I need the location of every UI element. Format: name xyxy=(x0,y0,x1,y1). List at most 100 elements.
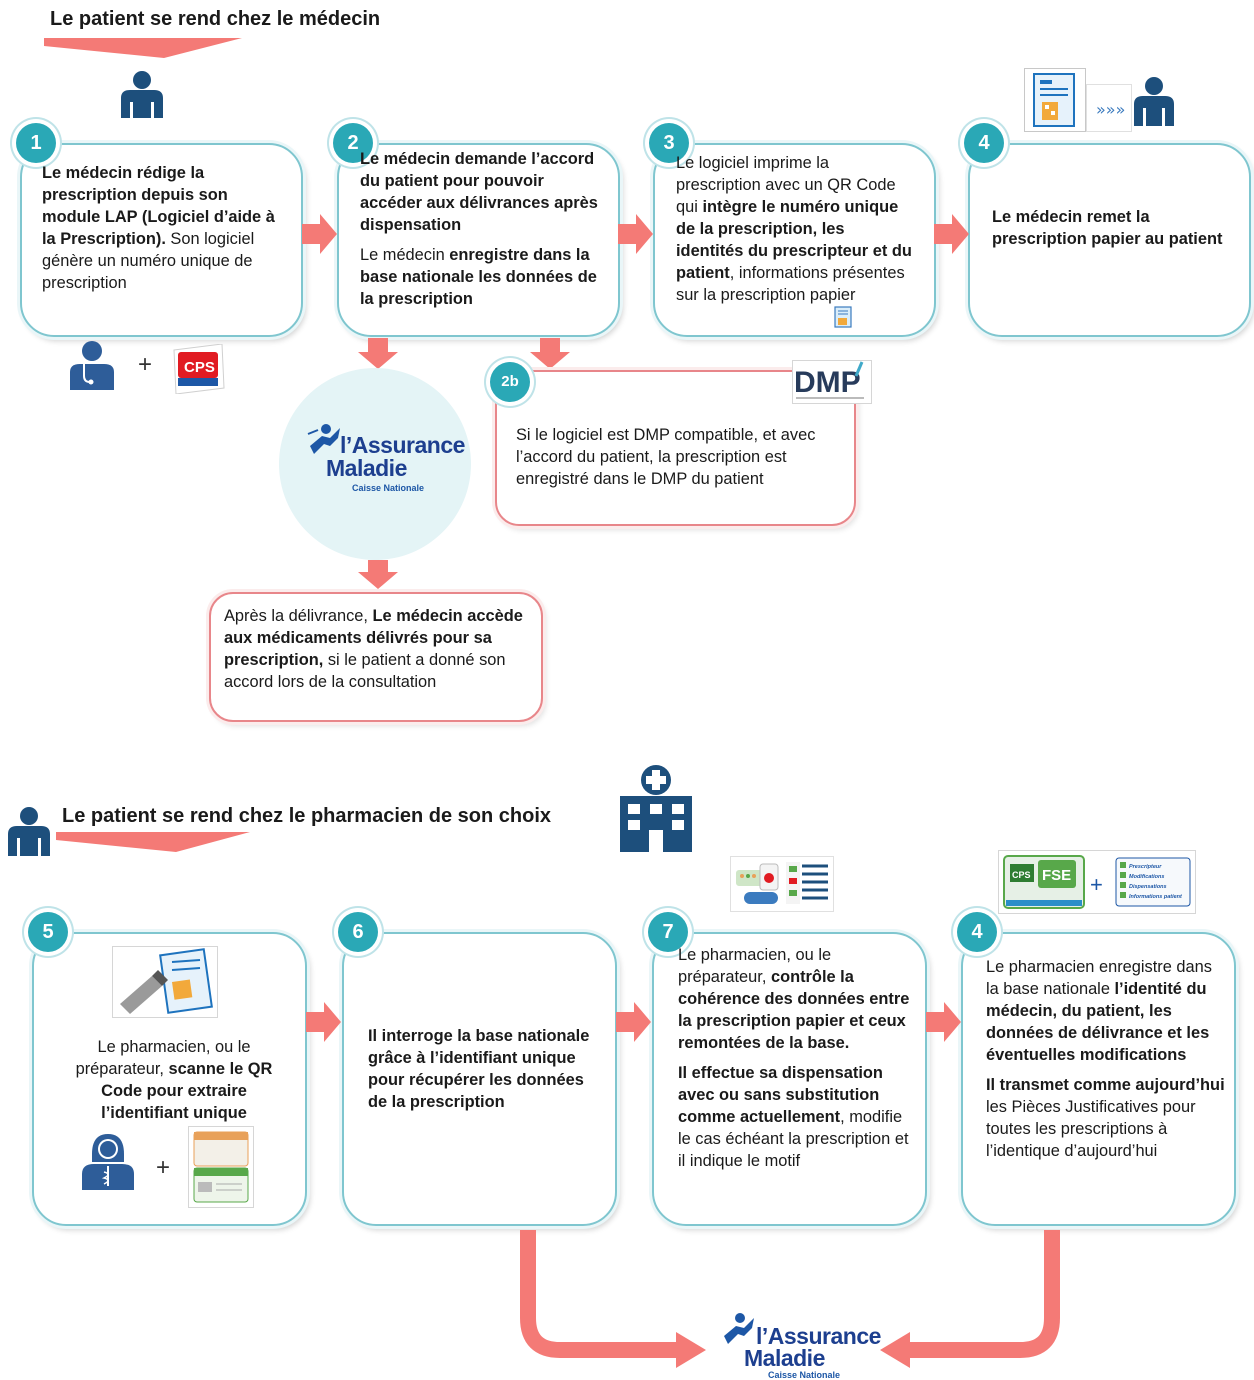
step-1-badge: 1 xyxy=(16,123,56,163)
step-paragraph: Le logiciel imprime la prescription avec… xyxy=(676,152,916,306)
patient-icon-2 xyxy=(8,807,50,856)
plain-text: les Pièces Justificatives pour toutes le… xyxy=(986,1098,1196,1160)
bold-text: l’identité du médecin, du patient, les d… xyxy=(986,980,1210,1064)
step-4-text: Le médecin remet la prescription papier … xyxy=(992,206,1232,258)
ameli-logo-bottom-line2: Maladie xyxy=(744,1345,825,1371)
step-paragraph: Le médecin rédige la prescription depuis… xyxy=(42,162,282,294)
step-paragraph: Il interroge la base nationale grâce à l… xyxy=(368,1025,604,1113)
cps-card-label: CPS xyxy=(184,359,215,376)
assurance-maladie-circle xyxy=(279,368,471,560)
fse-list-2: Modifications xyxy=(1129,874,1164,880)
ameli-logo-bottom-line1: l’Assurance xyxy=(756,1323,881,1349)
fse-list-4: Informations patient xyxy=(1129,894,1183,900)
step-7-text: Le pharmacien, ou le préparateur, contrô… xyxy=(678,944,914,1180)
bold-text: Le médecin accède aux médicaments délivr… xyxy=(224,607,523,669)
step-3-text: Le logiciel imprime la prescription avec… xyxy=(676,152,916,314)
patient-receives-icon xyxy=(1134,77,1174,126)
bold-text: enregistre dans la base nationale les do… xyxy=(360,246,597,308)
step-paragraph: Le médecin enregistre dans la base natio… xyxy=(360,244,610,310)
ameli-logo-sub: Caisse Nationale xyxy=(352,483,425,493)
assurance-maladie-emblem-icon xyxy=(307,424,340,454)
step-1-box xyxy=(20,143,303,337)
arrow-5-to-6 xyxy=(306,1002,341,1042)
plus-sign-1: + xyxy=(138,351,153,378)
step-4-badge: 4 xyxy=(964,123,1004,163)
plain-text: , informations présentes sur la prescrip… xyxy=(676,264,905,304)
plain-text: Après la délivrance, xyxy=(224,607,373,625)
step-5-text: Le pharmacien, ou le préparateur, scanne… xyxy=(56,1036,292,1132)
bold-text: Il effectue sa dispensation avec ou sans… xyxy=(678,1064,883,1126)
pharmacist-icon xyxy=(82,1134,134,1190)
bold-text: Le médecin remet la prescription papier … xyxy=(992,208,1223,248)
dmp-logo-text: DMP xyxy=(794,366,861,399)
arrow-8-to-ameli xyxy=(880,1230,1060,1368)
patient-icon xyxy=(121,71,163,118)
step-paragraph: Après la délivrance, Le médecin accède a… xyxy=(224,605,534,693)
fse-transmission-icon: CPS FSE + Prescripteur Modifications Dis… xyxy=(998,850,1196,914)
ameli-logo-line1: l’Assurance xyxy=(340,432,465,458)
bold-text: contrôle la cohérence des données entre … xyxy=(678,968,910,1052)
step-paragraph: Le médecin remet la prescription papier … xyxy=(992,206,1232,250)
fse-list-1: Prescripteur xyxy=(1129,864,1162,870)
step-paragraph: Le pharmacien enregistre dans la base na… xyxy=(986,956,1226,1066)
fse-plus: + xyxy=(1090,872,1103,897)
arrow-1-to-2 xyxy=(302,214,337,254)
pharmacy-building-icon xyxy=(620,765,692,852)
step-8-box xyxy=(961,932,1236,1226)
plain-text: si le patient a donné son accord lors de… xyxy=(224,651,506,691)
step-2-box xyxy=(337,143,620,337)
pharmacist-cards-icon xyxy=(188,1126,254,1208)
dmp-logo: DMP xyxy=(792,360,872,404)
plus-sign-2: + xyxy=(156,1154,171,1181)
step-paragraph: Le médecin demande l’accord du patient p… xyxy=(360,148,610,236)
fse-cps-label: CPS xyxy=(1012,870,1031,880)
ameli-logo-line2: Maladie xyxy=(326,455,407,481)
plain-text: Si le logiciel est DMP compatible, et av… xyxy=(516,426,816,488)
step-paragraph: Si le logiciel est DMP compatible, et av… xyxy=(516,424,836,490)
step-paragraph: Le pharmacien, ou le préparateur, scanne… xyxy=(56,1036,292,1124)
doctor-icon xyxy=(70,341,114,390)
heading-underline-arrow-1 xyxy=(44,38,242,58)
step-8-text: Le pharmacien enregistre dans la base na… xyxy=(986,956,1226,1170)
section1-heading: Le patient se rend chez le médecin xyxy=(50,8,381,30)
plain-text: Son logiciel génère un numéro unique de … xyxy=(42,230,255,292)
arrow-7-to-8 xyxy=(926,1002,961,1042)
assurance-maladie-emblem-icon-2 xyxy=(724,1313,754,1344)
plain-text: Le médecin xyxy=(360,246,450,264)
arrow-2-to-3 xyxy=(618,214,653,254)
medication-data-icon xyxy=(730,856,834,912)
step-5-badge: 5 xyxy=(28,912,68,952)
step-1-text: Le médecin rédige la prescription depuis… xyxy=(42,162,282,302)
plain-text: Le pharmacien, ou le préparateur, xyxy=(678,946,832,986)
step-paragraph: Il effectue sa dispensation avec ou sans… xyxy=(678,1062,914,1172)
bold-text: scanne le QR Code pour extraire l’identi… xyxy=(101,1060,273,1122)
plain-text: Le logiciel imprime la prescription avec… xyxy=(676,154,896,216)
bold-text: Le médecin rédige la prescription depuis… xyxy=(42,164,275,248)
after-delivery-text: Après la délivrance, Le médecin accède a… xyxy=(224,605,534,701)
bold-text: Il interroge la base nationale grâce à l… xyxy=(368,1027,590,1111)
paper-prescription-icon xyxy=(1024,68,1086,132)
step-7-badge: 7 xyxy=(648,912,688,952)
step-6-box xyxy=(342,932,617,1226)
section2-heading: Le patient se rend chez le pharmacien de… xyxy=(62,805,552,827)
heading-underline-arrow-2 xyxy=(56,832,250,852)
step-2-text: Le médecin demande l’accord du patient p… xyxy=(360,148,610,318)
arrow-2-down-left xyxy=(358,338,398,369)
step-3-box xyxy=(653,143,936,337)
plain-text: , modifie le cas échéant la prescription… xyxy=(678,1108,909,1170)
step-2-badge: 2 xyxy=(333,123,373,163)
fse-label: FSE xyxy=(1042,867,1071,884)
step-8-badge: 4 xyxy=(957,912,997,952)
arrow-2-down-right xyxy=(530,338,570,369)
step-7-box xyxy=(652,932,927,1226)
fse-list-3: Dispensations xyxy=(1129,884,1167,890)
ameli-logo-bottom-sub: Caisse Nationale xyxy=(768,1370,841,1380)
step-2b-badge: 2b xyxy=(490,362,530,402)
step-4-box xyxy=(968,143,1251,337)
step-paragraph: Il transmet comme aujourd’hui les Pièces… xyxy=(986,1074,1226,1162)
step-paragraph: Le pharmacien, ou le préparateur, contrô… xyxy=(678,944,914,1054)
plain-text: Le pharmacien, ou le préparateur, xyxy=(75,1038,251,1078)
step-2b-text: Si le logiciel est DMP compatible, et av… xyxy=(516,424,836,498)
after-delivery-box xyxy=(209,592,543,722)
bold-text: intègre le numéro unique de la prescript… xyxy=(676,198,912,282)
